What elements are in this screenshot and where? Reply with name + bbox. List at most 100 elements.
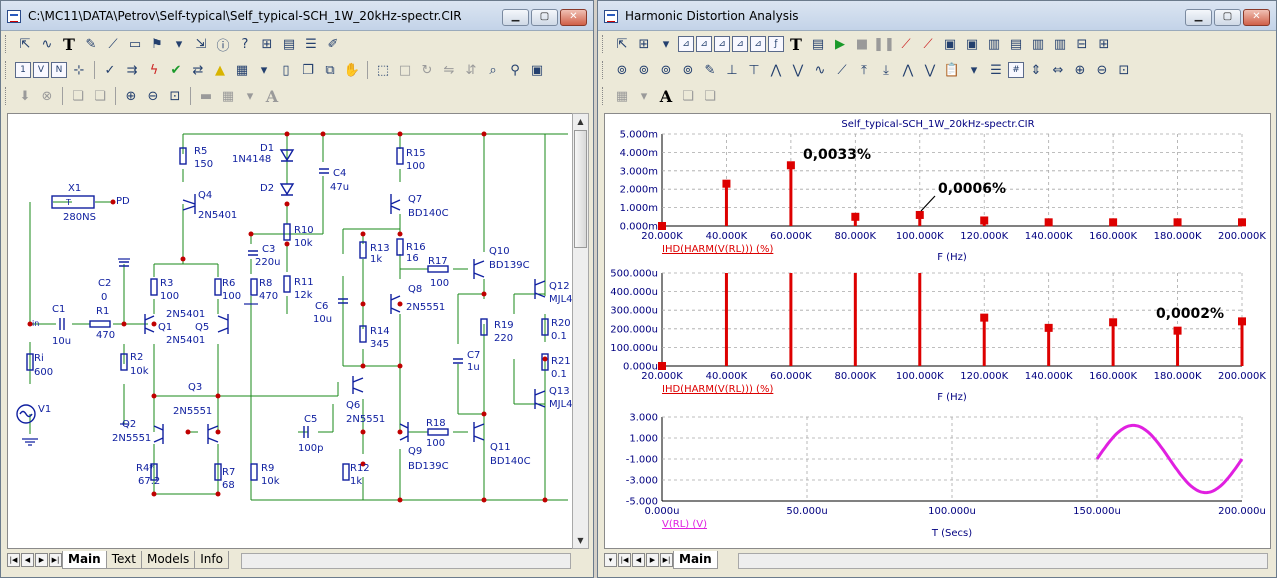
layers-icon[interactable]: ❏ bbox=[682, 88, 694, 104]
prev-tab-icon[interactable]: ◀ bbox=[21, 553, 34, 567]
zoom-fit-icon[interactable]: ⊡ bbox=[169, 88, 181, 104]
zoom-d-icon[interactable]: ⊚ bbox=[682, 62, 694, 78]
window-icon[interactable]: ▣ bbox=[943, 36, 957, 52]
flag-icon[interactable]: ⚑ bbox=[151, 36, 163, 52]
edit-icon[interactable]: ✎ bbox=[704, 62, 716, 78]
layers2-icon[interactable]: ❏ bbox=[94, 88, 106, 104]
trace-icon[interactable]: ⟋ bbox=[901, 36, 911, 52]
graph-icon[interactable]: ⊿ bbox=[678, 36, 694, 52]
current-icon[interactable]: ⇉ bbox=[126, 62, 138, 78]
tab-text[interactable]: Text bbox=[105, 551, 142, 569]
analysis-window[interactable]: Harmonic Distortion Analysis ▁ ▢ ✕ ⇱ ⊞ ▾… bbox=[597, 0, 1277, 578]
grid-icon[interactable]: ⊹ bbox=[73, 62, 85, 78]
dropdown-icon[interactable]: ▾ bbox=[662, 36, 670, 52]
layout1-icon[interactable]: ▥ bbox=[987, 36, 1001, 52]
info-icon[interactable]: ⓘ bbox=[216, 38, 230, 54]
tab-models[interactable]: Models bbox=[140, 551, 196, 569]
horizontal-scrollbar[interactable] bbox=[241, 553, 571, 569]
horizontal-scrollbar[interactable] bbox=[738, 553, 1268, 569]
dropdown-icon[interactable]: ▾ bbox=[260, 62, 268, 78]
edit-icon[interactable]: ✐ bbox=[327, 36, 339, 52]
prev-tab-icon[interactable]: ◀ bbox=[632, 553, 645, 567]
grid-view-icon[interactable]: ▦ bbox=[221, 88, 235, 104]
window2-icon[interactable]: ▣ bbox=[965, 36, 979, 52]
grid-dots-icon[interactable]: ▦ bbox=[235, 62, 249, 78]
font-icon[interactable]: A bbox=[265, 86, 279, 106]
graphics-icon[interactable]: ▭ bbox=[128, 36, 142, 52]
top-icon[interactable]: ⋀ bbox=[902, 62, 914, 78]
run-icon[interactable]: ▶ bbox=[835, 36, 845, 52]
diagonal-wire-icon[interactable]: ⟋ bbox=[108, 36, 118, 52]
slope-icon[interactable]: ⟋ bbox=[837, 62, 847, 78]
graph5-icon[interactable]: ⊿ bbox=[750, 36, 766, 52]
hand-icon[interactable]: ✋ bbox=[343, 62, 361, 78]
layout6-icon[interactable]: ⊞ bbox=[1098, 36, 1110, 52]
tab-main[interactable]: Main bbox=[673, 551, 718, 569]
warning-icon[interactable]: ▲ bbox=[215, 62, 225, 78]
pause-icon[interactable]: ❚❚ bbox=[873, 36, 895, 52]
schematic-window[interactable]: C:\MC11\DATA\Petrov\Self-typical\Self_ty… bbox=[0, 0, 594, 578]
layout2-icon[interactable]: ▤ bbox=[1009, 36, 1023, 52]
text-mode-icon[interactable]: T bbox=[63, 34, 75, 54]
peak-icon[interactable]: ⊥ bbox=[726, 62, 738, 78]
group-icon[interactable]: ⧉ bbox=[325, 62, 335, 78]
close-button[interactable]: ✕ bbox=[560, 9, 587, 26]
grid-view-icon[interactable]: ▦ bbox=[615, 88, 629, 104]
first-tab-icon[interactable]: |◀ bbox=[7, 553, 20, 567]
last-tab-icon[interactable]: ▶| bbox=[660, 553, 673, 567]
first-tab-icon[interactable]: |◀ bbox=[618, 553, 631, 567]
graph2-icon[interactable]: ⊿ bbox=[696, 36, 712, 52]
low-icon[interactable]: ⋁ bbox=[792, 62, 804, 78]
panel-icon[interactable]: ▬ bbox=[199, 88, 213, 104]
select-mode-icon[interactable]: ⇱ bbox=[19, 36, 31, 52]
layers2-icon[interactable]: ❏ bbox=[704, 88, 716, 104]
dropdown-arrow-icon[interactable]: ▾ bbox=[175, 36, 183, 52]
next-tab-icon[interactable]: ▶ bbox=[35, 553, 48, 567]
scale-icon[interactable]: ⊞ bbox=[638, 36, 650, 52]
stop-icon[interactable]: ■ bbox=[855, 36, 869, 52]
list-icon[interactable]: ☰ bbox=[305, 36, 317, 52]
numbers-icon[interactable]: # bbox=[1008, 62, 1024, 78]
zoom-fit-icon[interactable]: ⊡ bbox=[1118, 62, 1130, 78]
properties-icon[interactable]: ▤ bbox=[282, 36, 296, 52]
trace2-icon[interactable]: ⟋ bbox=[923, 36, 933, 52]
zoom-in-icon[interactable]: ⊕ bbox=[125, 88, 137, 104]
box-icon[interactable]: □ bbox=[398, 62, 412, 78]
scale-icon[interactable]: ⇲ bbox=[195, 36, 207, 52]
dropdown2-icon[interactable]: ▾ bbox=[640, 88, 648, 104]
zoom-c-icon[interactable]: ⊚ bbox=[660, 62, 672, 78]
title-bar[interactable]: C:\MC11\DATA\Petrov\Self-typical\Self_ty… bbox=[1, 1, 593, 31]
layout3-icon[interactable]: ▥ bbox=[1031, 36, 1045, 52]
minimize-button[interactable]: ▁ bbox=[1185, 9, 1212, 26]
check-icon[interactable]: ✓ bbox=[104, 62, 116, 78]
rotate-icon[interactable]: ↻ bbox=[421, 62, 433, 78]
zoom-b-icon[interactable]: ⊚ bbox=[638, 62, 650, 78]
high-icon[interactable]: ⋀ bbox=[770, 62, 782, 78]
arrows-icon[interactable]: ⇄ bbox=[192, 62, 204, 78]
layout4-icon[interactable]: ▥ bbox=[1053, 36, 1067, 52]
ihd-plot-2[interactable]: 0.000u100.000u200.000u300.000u400.000u50… bbox=[610, 269, 1266, 404]
ihd-plot-1[interactable]: 0.000m1.000m2.000m3.000m4.000m5.000m20.0… bbox=[620, 130, 1267, 264]
node-numbers-icon[interactable]: 1 bbox=[15, 62, 31, 78]
layout5-icon[interactable]: ⊟ bbox=[1076, 36, 1088, 52]
dropdown-icon[interactable]: ▾ bbox=[970, 62, 978, 78]
vertical-scrollbar[interactable]: ▲ ▼ bbox=[572, 113, 589, 549]
select-box-icon[interactable]: ⬚ bbox=[376, 62, 390, 78]
plot-canvas[interactable]: Self_typical-SCH_1W_20kHz-spectr.CIR 0.0… bbox=[604, 113, 1271, 549]
cancel-icon[interactable]: ⊗ bbox=[41, 88, 53, 104]
global-high-icon[interactable]: ⤒ bbox=[861, 62, 867, 78]
zoom-out-icon[interactable]: ⊖ bbox=[147, 88, 159, 104]
scroll-down-icon[interactable]: ▼ bbox=[577, 536, 584, 545]
scroll-up-icon[interactable]: ▲ bbox=[577, 117, 584, 126]
close-button[interactable]: ✕ bbox=[1243, 9, 1270, 26]
maximize-button[interactable]: ▢ bbox=[531, 9, 558, 26]
layers-icon[interactable]: ❏ bbox=[72, 88, 84, 104]
pin-names-icon[interactable]: N bbox=[51, 62, 67, 78]
copy-icon[interactable]: ❐ bbox=[302, 62, 314, 78]
tab-main[interactable]: Main bbox=[62, 551, 107, 569]
valley-icon[interactable]: ⊤ bbox=[748, 62, 760, 78]
component-mode-icon[interactable]: ∿ bbox=[41, 36, 53, 52]
text-tool-icon[interactable]: T bbox=[790, 34, 802, 54]
node-voltages-icon[interactable]: V bbox=[33, 62, 49, 78]
